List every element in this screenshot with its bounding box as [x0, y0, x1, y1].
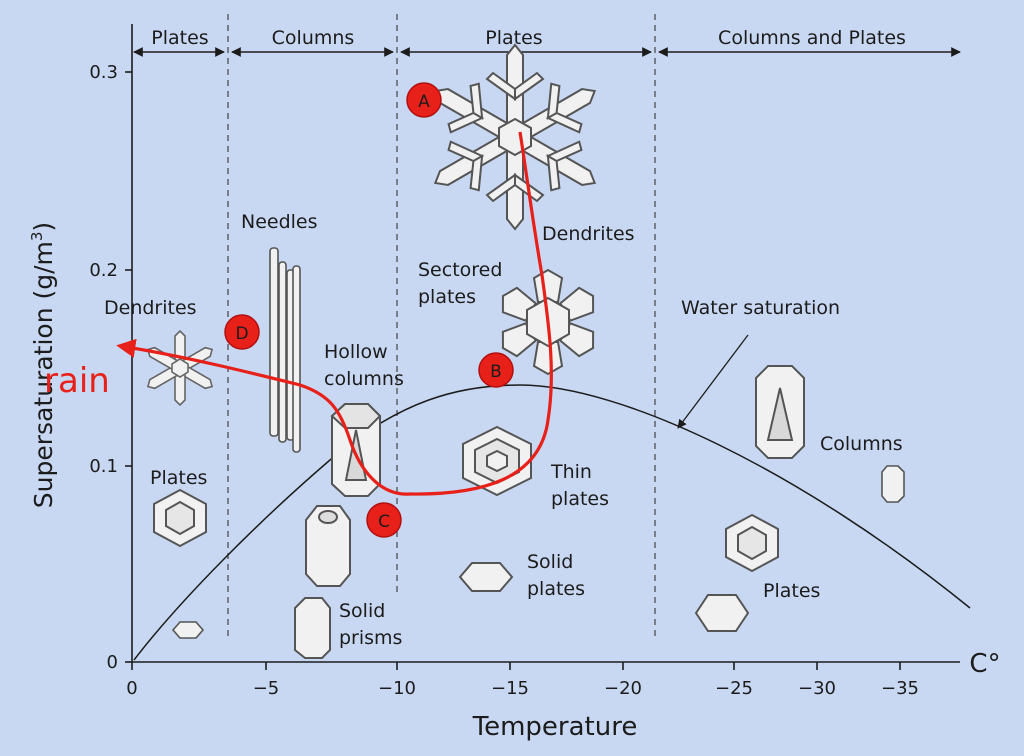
plate-right-crystal	[725, 513, 779, 573]
band-label: Plates	[485, 27, 542, 49]
y-tick-label: 0	[107, 652, 118, 673]
needles-crystal	[269, 247, 301, 453]
marker-d: D	[224, 314, 260, 350]
water-saturation-pointer	[677, 334, 749, 429]
marker-a: A	[406, 82, 442, 118]
band-label: Columns	[272, 27, 355, 49]
dendrites-left-label: Dendrites	[104, 297, 197, 319]
plates-left-label: Plates	[150, 467, 207, 489]
x-tick-label: −10	[378, 678, 416, 699]
solid-plate-crystal	[458, 562, 514, 592]
x-tick-label: 0	[126, 678, 137, 699]
svg-text:B: B	[490, 362, 502, 382]
svg-text:D: D	[235, 324, 248, 344]
plates-right-label: Plates	[763, 580, 820, 602]
column-right-crystal	[755, 365, 805, 459]
water-saturation-curve	[133, 384, 971, 661]
y-tick-label: 0.3	[89, 62, 118, 83]
marker-c: C	[366, 502, 402, 538]
y-axis-title: Supersaturation (g/m3)	[28, 222, 58, 508]
plate-left-crystal	[153, 488, 207, 548]
x-tick-label: −20	[604, 678, 642, 699]
solid-column-crystal	[305, 505, 351, 587]
x-tick-label: −30	[798, 678, 836, 699]
small-column-right-crystal	[881, 465, 905, 503]
rain-label: rain	[44, 361, 110, 401]
x-tick-label: −15	[491, 678, 529, 699]
x-axis-title: Temperature	[472, 712, 638, 742]
solid-prism-crystal	[294, 597, 331, 659]
x-tick-label: −25	[715, 678, 753, 699]
water-saturation-label: Water saturation	[681, 297, 840, 319]
marker-b: B	[478, 352, 514, 388]
y-tick-label: 0.2	[89, 260, 118, 281]
thin-plate-crystal	[462, 425, 532, 497]
x-tick-label: −5	[253, 678, 280, 699]
band-label: Columns and Plates	[718, 27, 906, 49]
svg-text:C: C	[378, 512, 390, 532]
dendrites-top-label: Dendrites	[542, 223, 635, 245]
columns-right-label: Columns	[820, 433, 903, 455]
band-label: Plates	[151, 27, 208, 49]
small-dendrite-crystal	[146, 329, 214, 407]
svg-text:A: A	[418, 92, 430, 112]
needles-label: Needles	[241, 211, 318, 233]
x-tick-label: −35	[881, 678, 919, 699]
tiny-plate-crystal	[171, 621, 205, 639]
y-tick-label: 0.1	[89, 456, 118, 477]
solid-plate-right-crystal	[694, 594, 750, 632]
dendrite-large-crystal	[433, 43, 597, 231]
growth-path	[116, 131, 553, 496]
unit-label: C°	[969, 649, 1000, 679]
